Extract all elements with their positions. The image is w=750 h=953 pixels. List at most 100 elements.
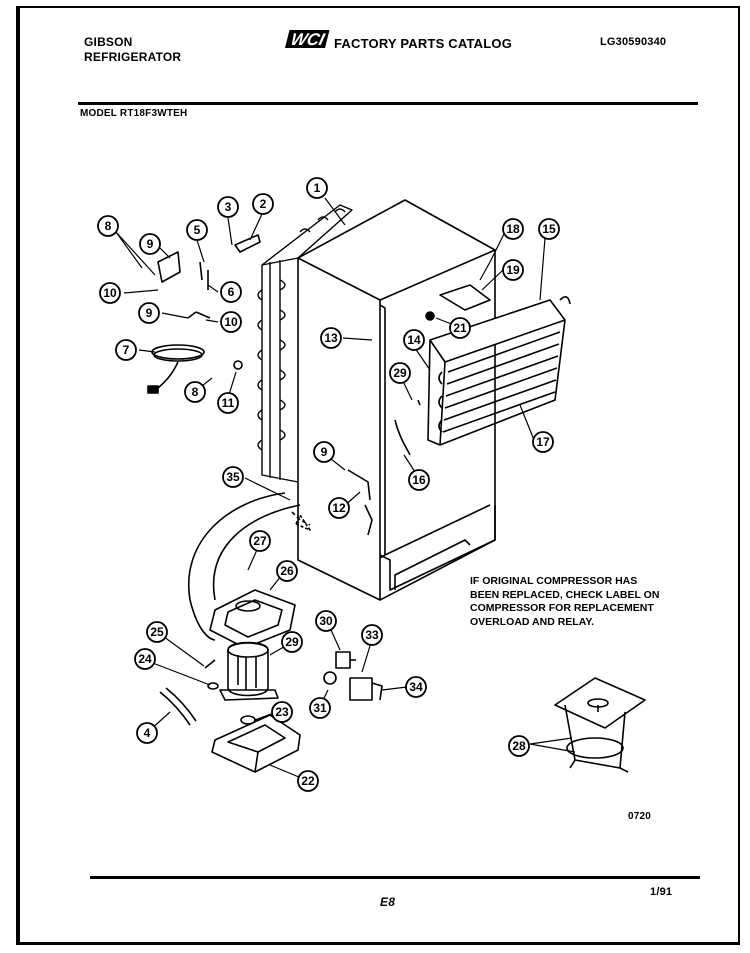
- callout-2: 2: [252, 193, 274, 215]
- callout-11: 11: [217, 392, 239, 414]
- callout-label: 25: [150, 625, 164, 639]
- callout-label: 33: [365, 628, 379, 642]
- callout-circle: [502, 259, 524, 281]
- note-line: IF ORIGINAL COMPRESSOR HAS: [470, 575, 638, 587]
- callout-label: 23: [275, 705, 289, 719]
- callout-circle: [405, 676, 427, 698]
- callout-label: 1: [314, 181, 321, 195]
- callout-label: 29: [393, 366, 407, 380]
- callout-circle: [220, 281, 242, 303]
- callout-29: 29: [281, 631, 303, 653]
- callout-circle: [538, 218, 560, 240]
- callout-circle: [134, 648, 156, 670]
- page-frame: [16, 6, 740, 945]
- brand-line-1: GIBSON: [84, 35, 133, 49]
- callout-label: 27: [253, 534, 267, 548]
- callout-circle: [186, 219, 208, 241]
- callout-circle: [139, 233, 161, 255]
- callout-26: 26: [276, 560, 298, 582]
- callout-22: 22: [297, 770, 319, 792]
- callout-15: 15: [538, 218, 560, 240]
- callout-12: 12: [328, 497, 350, 519]
- callout-21: 21: [449, 317, 471, 339]
- callout-circle: [146, 621, 168, 643]
- callout-circle: [222, 466, 244, 488]
- callout-13: 13: [320, 327, 342, 349]
- callout-circle: [449, 317, 471, 339]
- callout-23: 23: [271, 701, 293, 723]
- callout-label: 18: [506, 222, 520, 236]
- drain-tube: [187, 492, 301, 641]
- relay-overload: [323, 651, 383, 701]
- callout-4: 4: [136, 722, 158, 744]
- callout-29: 29: [389, 362, 411, 384]
- callout-circle: [306, 177, 328, 199]
- callout-6: 6: [220, 281, 242, 303]
- callout-circle: [217, 392, 239, 414]
- callout-label: 5: [194, 223, 201, 237]
- note-line: COMPRESSOR FOR REPLACEMENT: [470, 602, 654, 614]
- callout-circle: [220, 311, 242, 333]
- callout-label: 24: [138, 652, 152, 666]
- callout-label: 28: [512, 739, 526, 753]
- callout-9: 9: [313, 441, 335, 463]
- wci-logo: WCI: [285, 29, 330, 49]
- callout-label: 35: [226, 470, 240, 484]
- callout-circle: [502, 218, 524, 240]
- callout-label: 8: [105, 219, 112, 233]
- date-code: 1/91: [650, 886, 673, 898]
- callout-label: 15: [542, 222, 556, 236]
- callout-label: 16: [412, 473, 426, 487]
- callout-circle: [315, 610, 337, 632]
- brand-line-2: REFRIGERATOR: [84, 50, 182, 64]
- callout-circle: [313, 441, 335, 463]
- callout-circle: [389, 362, 411, 384]
- callout-33: 33: [361, 624, 383, 646]
- callout-label: 12: [332, 501, 346, 515]
- callout-label: 30: [319, 614, 333, 628]
- callout-10: 10: [220, 311, 242, 333]
- callout-label: 9: [321, 445, 328, 459]
- callout-circle: [217, 196, 239, 218]
- callout-circle: [532, 431, 554, 453]
- callout-circle: [97, 215, 119, 237]
- callout-label: 14: [407, 333, 421, 347]
- callout-label: 10: [103, 286, 117, 300]
- condenser-coil: [257, 204, 353, 483]
- callout-circle: [297, 770, 319, 792]
- refrigerator-cabinet: [297, 199, 496, 601]
- note-line: OVERLOAD AND RELAY.: [470, 615, 595, 628]
- callout-circle: [136, 722, 158, 744]
- callout-label: 10: [224, 315, 238, 329]
- header-rule: [78, 102, 698, 105]
- callout-label: 19: [506, 263, 520, 277]
- callout-8: 8: [97, 215, 119, 237]
- callout-24: 24: [134, 648, 156, 670]
- callout-circle: [361, 624, 383, 646]
- callout-3: 3: [217, 196, 239, 218]
- callout-circle: [115, 339, 137, 361]
- callout-label: 9: [146, 306, 153, 320]
- inset-compressor: [554, 677, 646, 773]
- callout-label: 4: [144, 726, 151, 740]
- callout-5: 5: [186, 219, 208, 241]
- callout-35: 35: [222, 466, 244, 488]
- callout-label: 2: [260, 197, 267, 211]
- callout-label: 11: [222, 396, 235, 410]
- callout-circle: [508, 735, 530, 757]
- callout-17: 17: [532, 431, 554, 453]
- drain-pan: [209, 589, 296, 649]
- callout-9: 9: [138, 302, 160, 324]
- callout-30: 30: [315, 610, 337, 632]
- callout-circle: [403, 329, 425, 351]
- callout-label: 17: [536, 435, 550, 449]
- callout-label: 9: [147, 237, 154, 251]
- model-label: MODEL RT18F3WTEH: [80, 108, 188, 119]
- power-cord: [147, 344, 205, 394]
- clamp-strap: [159, 687, 197, 726]
- callout-circle: [328, 497, 350, 519]
- callout-label: 22: [301, 774, 315, 788]
- callout-circle: [276, 560, 298, 582]
- callout-27: 27: [249, 530, 271, 552]
- catalog-title: FACTORY PARTS CATALOG: [334, 36, 513, 51]
